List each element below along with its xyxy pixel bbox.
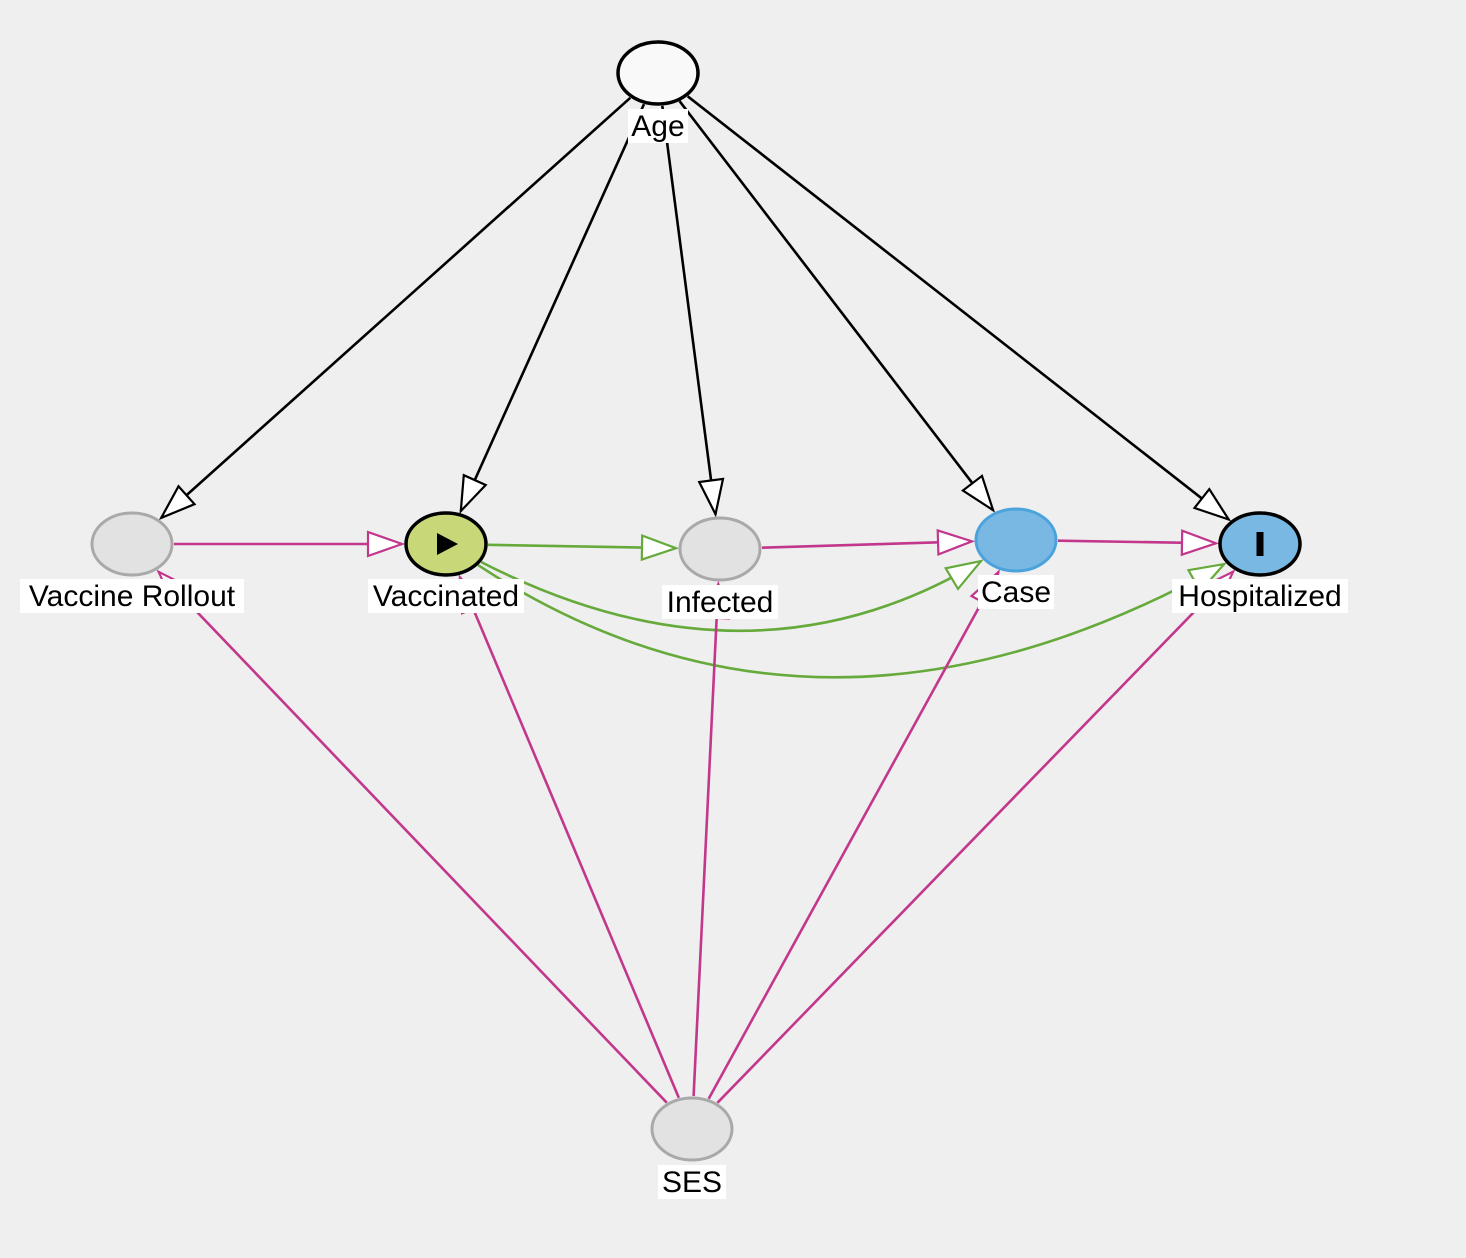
node-ellipse[interactable] [974, 507, 1058, 573]
edge-age-to-vaccinated[interactable] [459, 103, 646, 515]
node-rollout[interactable]: Vaccine Rollout [20, 511, 244, 613]
play-icon [437, 533, 458, 555]
edge-ses-to-hospitalized[interactable] [716, 569, 1236, 1104]
node-vaccinated[interactable]: Vaccinated [368, 511, 524, 613]
node-label-background [20, 579, 244, 613]
node-ellipse[interactable] [616, 40, 700, 106]
node-label-infected: Infected [667, 586, 774, 619]
node-case[interactable]: Case [974, 507, 1058, 609]
node-label-background [368, 579, 524, 613]
edge-line [678, 100, 995, 511]
edge-infected-to-case[interactable] [761, 528, 976, 556]
edge-line [160, 96, 632, 519]
node-age[interactable]: Age [616, 40, 700, 143]
node-hospitalized[interactable]: Hospitalized [1172, 511, 1348, 613]
arrowhead [158, 484, 197, 521]
edge-line [716, 570, 1235, 1104]
node-label-background [658, 1165, 726, 1199]
edge-age-to-rollout[interactable] [158, 96, 632, 521]
node-label-rollout: Vaccine Rollout [29, 580, 236, 613]
edge-line [157, 570, 668, 1104]
edge-age-to-infected[interactable] [661, 105, 725, 518]
node-label-background [1172, 579, 1348, 613]
edge-line [459, 103, 646, 512]
arrowhead [936, 528, 976, 556]
edge-vaccinated-to-infected[interactable] [487, 534, 680, 562]
node-label-background [662, 585, 778, 619]
edge-line [477, 562, 1225, 679]
node-label-ses: SES [662, 1166, 722, 1199]
node-label-age: Age [631, 110, 684, 143]
arrowhead [1192, 487, 1232, 522]
edge-line [458, 576, 680, 1099]
edge-rollout-to-vaccinated[interactable] [174, 530, 406, 558]
node-ellipse[interactable] [90, 511, 174, 577]
edge-case-to-hospitalized[interactable] [1057, 529, 1220, 557]
node-label-hospitalized: Hospitalized [1178, 580, 1341, 613]
node-label-vaccinated: Vaccinated [373, 580, 519, 613]
arrowhead [1180, 529, 1220, 557]
arrowhead [960, 474, 996, 513]
edge-ses-to-vaccinated[interactable] [458, 574, 680, 1099]
edge-vaccinated-to-hospitalized[interactable] [477, 562, 1227, 679]
edge-age-to-case[interactable] [678, 100, 996, 513]
arrowhead [697, 477, 725, 518]
node-label-background [628, 109, 688, 143]
edge-ses-to-rollout[interactable] [156, 569, 668, 1104]
node-infected[interactable]: Infected [662, 516, 778, 619]
edge-line [707, 571, 1000, 1100]
node-label-background [978, 575, 1054, 609]
arrowhead [640, 534, 680, 562]
arrowhead [943, 559, 984, 591]
node-ellipse[interactable] [650, 1096, 734, 1162]
outcome-bar-icon [1256, 532, 1264, 556]
edge-line [692, 583, 720, 1097]
edge-line [480, 559, 982, 633]
node-label-case: Case [981, 576, 1051, 609]
node-ses[interactable]: SES [650, 1096, 734, 1199]
edge-ses-to-case[interactable] [707, 569, 1000, 1100]
edge-age-to-hospitalized[interactable] [686, 95, 1232, 522]
edge-line [686, 95, 1230, 521]
node-ellipse[interactable] [678, 516, 762, 582]
arrowhead [366, 530, 406, 558]
edge-vaccinated-to-case[interactable] [480, 559, 984, 633]
edge-line [661, 105, 717, 515]
arrowhead [459, 473, 488, 515]
